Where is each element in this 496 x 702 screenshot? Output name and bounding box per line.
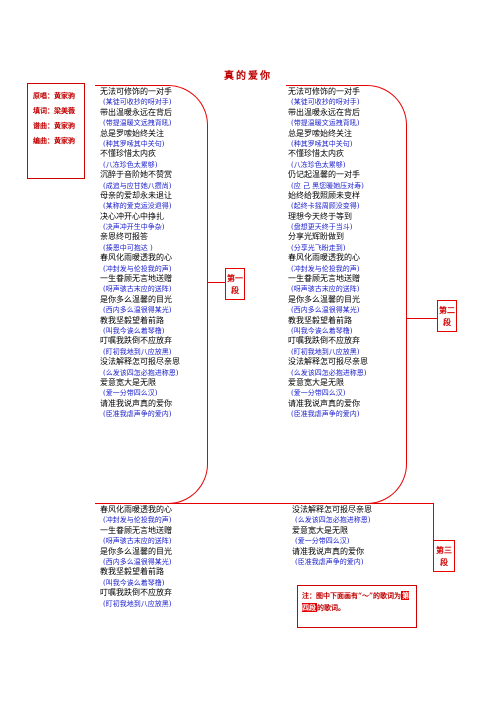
lyric-line: 无法可修饰的一对手 [100,87,172,96]
pinyin-line: (盯初我地到八应放黑) [291,347,360,356]
lyric-line: 爱意宽大是无限 [292,525,348,535]
section1-connector [207,282,225,283]
pinyin-line: (冲封发与伦投我的声) [291,264,360,273]
pinyin-line: (种其罗嗦其中关句) [291,139,353,148]
lyric-line: 春风化雨暖透我的心 [100,253,172,263]
lyric-line: 叮嘱我跌倒不应放弃 [100,336,172,346]
note-prefix: 注：图中下面画有“～”的歌词为 [302,591,402,600]
pinyin-line: (爱一分带四么汉) [295,537,350,546]
lyric-line: 春风化雨暖透我的心 [288,253,360,263]
lyrics-column-bottom-left: 春风化雨暖透我的心 (冲封发与伦投我的声)一生眷顾无言地送赠 (呀声骇古末应的送阵)… [100,505,172,609]
credit-arranger: 编曲：黄家驹 [33,136,75,145]
lyric-line: 请准我说声真的爱你 [288,398,360,408]
pinyin-line: (决声冲开生中争杂) [103,223,165,232]
lyric-line: 总是罗嗦始终关注 [100,128,164,138]
pinyin-line: (八冻珍色太累够) [291,160,346,169]
lyric-line: 请准我说声真的爱你 [292,546,364,556]
pinyin-line: (爱一分带四么汉) [291,389,346,398]
pinyin-line: (叫我今诶么着琴橹) [103,578,165,587]
pinyin-line: (盯初我地到八应放黑) [103,347,172,356]
pinyin-line: (盯初我地到八应放黑) [103,599,172,608]
section2-brace [286,85,407,504]
pinyin-line: (么发该四怎必抱进称恩) [295,516,371,525]
pinyin-line: (某称的爱克运没退得) [103,202,172,211]
pinyin-line: (么发该四怎必抱进称恩) [103,368,179,377]
credits-box: 原唱：黄家驹 填词：梁美薇 谱曲：黄家驹 编曲：黄家驹 [27,83,85,179]
pinyin-line: (臣准我虐声争的爱内) [291,410,360,419]
lyric-line: 叮嘱我跌倒不应放弃 [288,336,360,346]
pinyin-line: (呀声骇古末应的送阵) [103,537,172,546]
note-box: 注：图中下面画有“～”的歌词为第四段的歌词。 [297,585,417,628]
lyric-line: 母亲的爱却永未退让 [100,190,172,200]
section2-connector [406,318,437,319]
lyric-line: 是你多么温馨的目光 [100,294,172,304]
note-suffix: 的歌词。 [317,603,345,612]
lyric-line: 没法解释怎可报尽亲恩 [100,357,180,367]
pinyin-line: (成追与应甘她八攒尚) [103,181,172,190]
page-title: 真的爱你 [224,71,272,82]
lyric-line: 春风化雨暖透我的心 [100,505,172,514]
lyric-line: 教我坚毅望着前路 [100,567,164,577]
lyric-line: 教我坚毅望着前路 [288,315,352,325]
pinyin-line: (爱一分带四么汉) [103,389,158,398]
pinyin-line: (西内多么温很得某光) [291,306,360,315]
lyric-line: 是你多么温馨的目光 [100,546,172,556]
pinyin-line: (种其罗嗦其中关句) [103,139,165,148]
lyric-line: 请准我说声真的爱你 [100,398,172,408]
lyric-line: 一生眷顾无言地送赠 [100,525,172,535]
lyric-line: 沉醉于音阶她不赞赏 [100,170,172,180]
lyric-line: 爱意宽大是无限 [288,377,344,387]
pinyin-line: (呀声骇古末应的送阵) [291,285,360,294]
credit-lyricist: 填词：梁美薇 [33,106,75,115]
lyric-line: 仍记起温馨的一对手 [288,170,360,180]
pinyin-line: (分享光飞盼走到) [291,243,346,252]
lyric-line: 始终给我照顾未变样 [288,190,360,200]
pinyin-line: (冲封发与伦投我的声) [103,516,172,525]
pinyin-line: (揍恩中可抱达 ) [103,243,153,252]
lyric-line: 亲恩终可报答 [100,232,148,242]
pinyin-line: (起终卡摇周顾没变得) [291,202,360,211]
lyric-line: 带出温暖永远在背后 [100,107,172,117]
pinyin-line: (呀声骇古末应的送阵) [103,285,172,294]
pinyin-line: (带提温暖文远拽背吼) [103,119,172,128]
pinyin-line: (西内多么温很得某光) [103,306,172,315]
pinyin-line: (盘想更天终于当斗) [291,223,353,232]
section3-top-line [100,503,433,504]
section3-right-line [433,503,434,553]
pinyin-line: (么发该四怎必抱进称恩) [291,368,367,377]
lyric-line: 分享光辉盼做到 [288,232,344,242]
lyric-line: 叮嘱我跌倒不应放弃 [100,588,172,598]
lyric-line: 一生眷顾无言地送赠 [100,274,172,284]
pinyin-line: (冲封发与伦投我的声) [103,264,172,273]
pinyin-line: (叫我今诶么着琴橹) [103,326,165,335]
lyric-line: 教我坚毅望着前路 [100,315,164,325]
pinyin-line: (应 己 黑您暖她压对寿) [291,181,364,190]
pinyin-line: (西内多么温很得某光) [103,557,172,566]
lyric-line: 不懂珍惜太内疚 [100,149,156,159]
credit-composer: 谱曲：黄家驹 [33,121,75,130]
lyric-line: 爱意宽大是无限 [100,377,156,387]
pinyin-line: (叫我今诶么着琴橹) [291,326,353,335]
section3-label: 第三段 [433,540,455,572]
lyric-line: 总是罗嗦始终关注 [288,128,352,138]
credit-singer: 原唱：黄家驹 [33,91,75,100]
lyric-line: 不懂珍惜太内疚 [288,149,344,159]
lyric-line: 没法解释怎可报尽亲恩 [292,505,372,514]
pinyin-line: (臣准我虐声争的爱内) [103,410,172,419]
section1-label: 第一段 [225,268,245,300]
section2-label: 第二段 [437,300,457,332]
pinyin-line: (某徒可收抄的呀对手) [103,98,172,107]
pinyin-line: (八冻珍色太累够) [103,160,158,169]
lyric-line: 是你多么温馨的目光 [288,294,360,304]
section1-brace [95,85,208,504]
lyric-line: 一生眷顾无言地送赠 [288,274,360,284]
lyric-line: 理想今天终于等到 [288,211,352,221]
lyrics-column-bottom-right: 没法解释怎可报尽亲恩 (么发该四怎必抱进称恩)爱意宽大是无限 (爱一分带四么汉)请准… [292,505,372,567]
lyric-line: 没法解释怎可报尽亲恩 [288,357,368,367]
pinyin-line: (臣准我虐声争的爱内) [295,557,364,566]
lyrics-column-left: 无法可修饰的一对手 (某徒可收抄的呀对手)带出温暖永远在背后 (带提温暖文远拽背吼)… [100,87,180,420]
lyric-line: 决心冲开心中挣扎 [100,211,164,221]
